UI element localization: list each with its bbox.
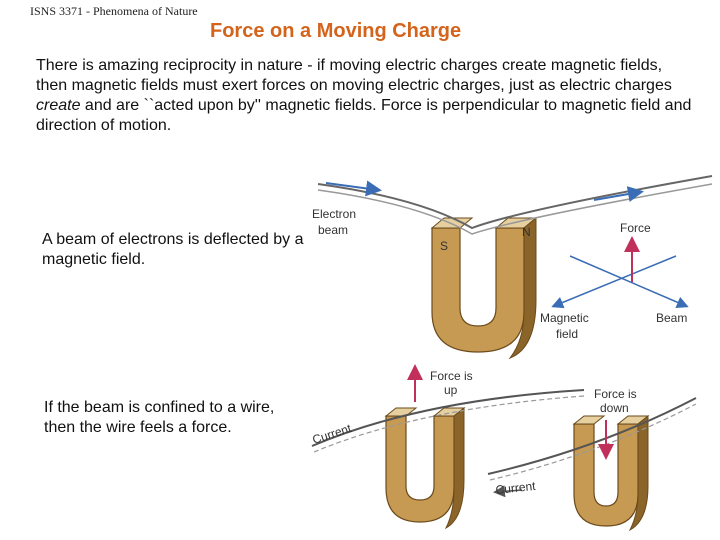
horseshoe-magnet-right xyxy=(572,414,650,532)
slide-title: Force on a Moving Charge xyxy=(210,20,462,42)
beam-vector-arrow xyxy=(569,255,689,308)
pole-s-label: S xyxy=(440,239,448,253)
wire-right xyxy=(487,397,697,475)
caption-beam: A beam of electrons is deflected by a ma… xyxy=(42,231,304,268)
beam-exit-arrow xyxy=(593,186,644,202)
electron-beam-path-2 xyxy=(317,183,713,235)
current-right-label: Current xyxy=(495,479,537,497)
caption-wire: If the beam is confined to a wire, then … xyxy=(44,399,275,436)
magnetic-field-label-2: field xyxy=(556,327,578,341)
force-label: Force xyxy=(620,221,651,235)
magnet-figures: S N Electron beam Force Magnetic field B… xyxy=(311,175,713,532)
beam-label: Beam xyxy=(656,311,687,325)
wire-left-dashed xyxy=(313,395,585,453)
electron-beam-label-2: beam xyxy=(318,223,348,237)
electron-beam-label-1: Electron xyxy=(312,207,356,221)
horseshoe-magnet-left xyxy=(384,406,466,530)
beam-direction-arrow xyxy=(325,180,382,197)
wire-left xyxy=(311,389,585,447)
course-header: ISNS 3371 - Phenomena of Nature xyxy=(30,4,198,18)
force-up-label-1: Force is xyxy=(430,369,473,383)
intro-paragraph: There is amazing reciprocity in nature -… xyxy=(36,56,696,136)
force-up-label-2: up xyxy=(444,383,458,397)
magnetic-field-label-1: Magnetic xyxy=(540,311,589,325)
field-vector-arrow xyxy=(551,255,677,309)
intro-text-2: and are ``acted upon by'' magnetic field… xyxy=(36,97,692,134)
pole-n-label: N xyxy=(522,225,531,239)
current-right-arrow xyxy=(493,485,523,498)
intro-emphasis: create xyxy=(36,97,81,114)
force-down-label-1: Force is xyxy=(594,387,637,401)
force-down-label-2: down xyxy=(600,401,629,415)
wire-right-dashed xyxy=(489,403,697,481)
intro-text-1: There is amazing reciprocity in nature -… xyxy=(36,57,672,94)
current-left-label: Current xyxy=(311,421,354,447)
electron-beam-path xyxy=(317,175,713,230)
